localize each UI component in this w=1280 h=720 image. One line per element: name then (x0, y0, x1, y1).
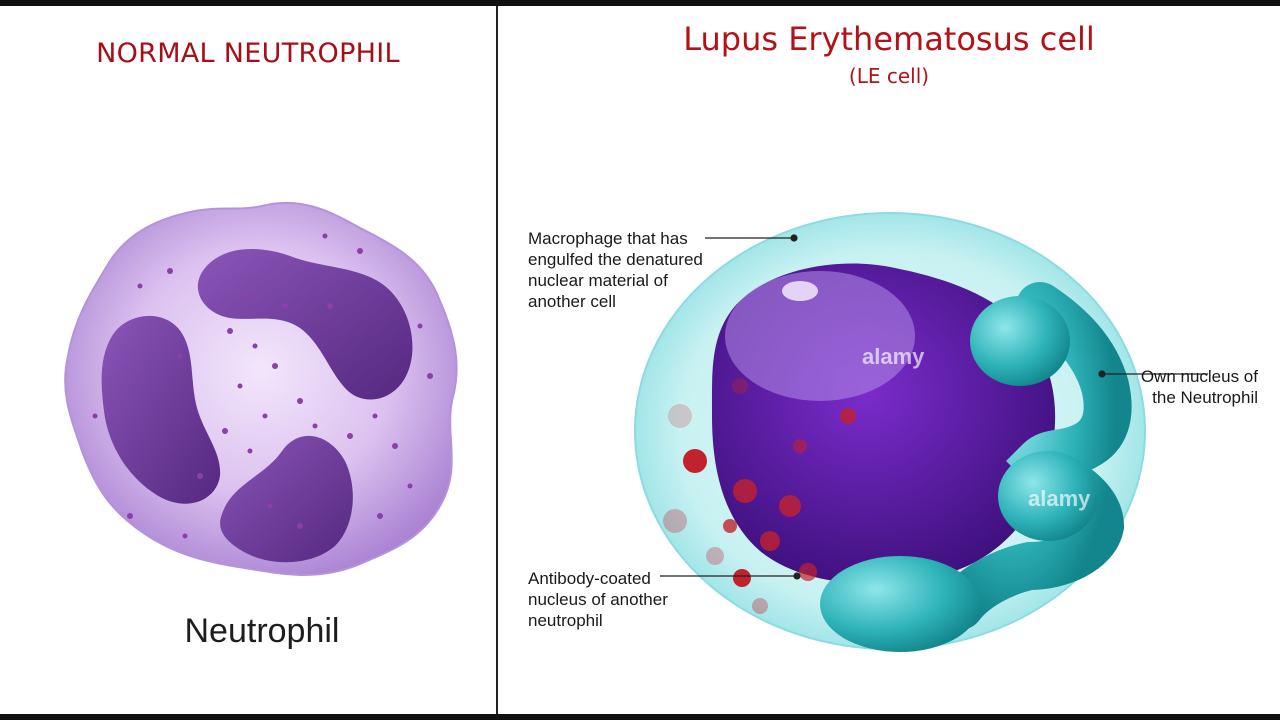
normal-neutrophil-title: NORMAL NEUTROPHIL (96, 38, 400, 69)
neutrophil-caption: Neutrophil (184, 612, 340, 650)
engulfed-nucleus-sheen (782, 281, 818, 301)
watermark-text-2: alamy (1028, 486, 1091, 511)
panel-divider (496, 6, 498, 714)
macrophage-label: Macrophage that has engulfed the denatur… (528, 229, 703, 311)
neutrophil-nucleus-lobe-left (101, 315, 221, 504)
antibody-dots (663, 378, 856, 614)
antibody-nucleus-label: Antibody-coated nucleus of another neutr… (528, 569, 668, 630)
normal-neutrophil (64, 201, 458, 576)
le-cell-subtitle: (LE cell) (848, 64, 930, 88)
diagram-canvas: alamy alamy NORMAL NEUTROPHIL Neutrophil… (0, 6, 1280, 714)
engulfed-nucleus-highlight (725, 271, 915, 401)
own-neutrophil-nucleus (820, 282, 1132, 652)
neutrophil-nucleus-lobe-bottom (220, 435, 353, 563)
neutrophil-granules (92, 233, 433, 539)
own-nucleus-label: Own nucleus of the Neutrophil (1140, 367, 1258, 407)
leader-lines (660, 234, 1208, 580)
neutrophil-nucleus-lobe-top (197, 248, 413, 400)
watermark-text-1: alamy (862, 344, 925, 369)
alamy-watermark: alamy alamy (862, 344, 1091, 511)
le-cell-title: Lupus Erythematosus cell (683, 20, 1095, 58)
le-cell: alamy alamy (634, 212, 1208, 652)
cell-illustrations: alamy alamy (64, 201, 1208, 652)
